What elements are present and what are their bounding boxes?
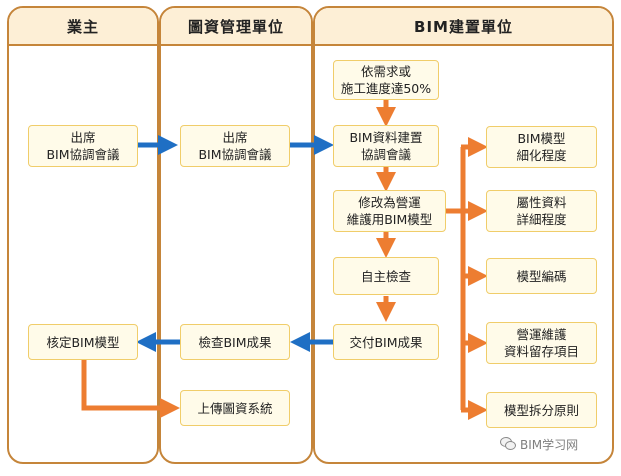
lane-owner-header: 業主	[9, 8, 157, 46]
node-bim-coordination-meeting: BIM資料建置 協調會議	[333, 125, 439, 167]
node-owner-approve-model: 核定BIM模型	[28, 324, 138, 360]
lane-bim-header: BIM建置單位	[315, 8, 612, 46]
node-spec-attribute-detail: 屬性資料 詳細程度	[486, 190, 597, 232]
node-mgmt-check-results: 檢查BIM成果	[180, 324, 290, 360]
lane-management: 圖資管理單位	[159, 6, 313, 464]
watermark-text: BIM学习网	[520, 437, 579, 452]
node-spec-split-principle: 模型拆分原則	[486, 392, 597, 428]
lane-owner: 業主	[7, 6, 159, 464]
wechat-icon	[500, 437, 516, 451]
node-mgmt-attend-meeting: 出席 BIM協調會議	[180, 125, 290, 167]
node-bim-self-check: 自主檢查	[333, 257, 439, 295]
node-mgmt-upload-system: 上傳圖資系統	[180, 390, 290, 426]
node-bim-trigger: 依需求或 施工進度達50%	[333, 60, 439, 100]
watermark: BIM学习网	[500, 434, 578, 454]
node-spec-retained-items: 營運維護 資料留存項目	[486, 322, 597, 364]
node-spec-model-detail: BIM模型 細化程度	[486, 126, 597, 168]
node-bim-modify-model: 修改為營運 維護用BIM模型	[333, 190, 446, 232]
node-bim-deliver-results: 交付BIM成果	[333, 324, 439, 360]
node-spec-model-code: 模型編碼	[486, 258, 597, 294]
node-owner-attend-meeting: 出席 BIM協調會議	[28, 125, 138, 167]
lane-management-header: 圖資管理單位	[161, 8, 311, 46]
